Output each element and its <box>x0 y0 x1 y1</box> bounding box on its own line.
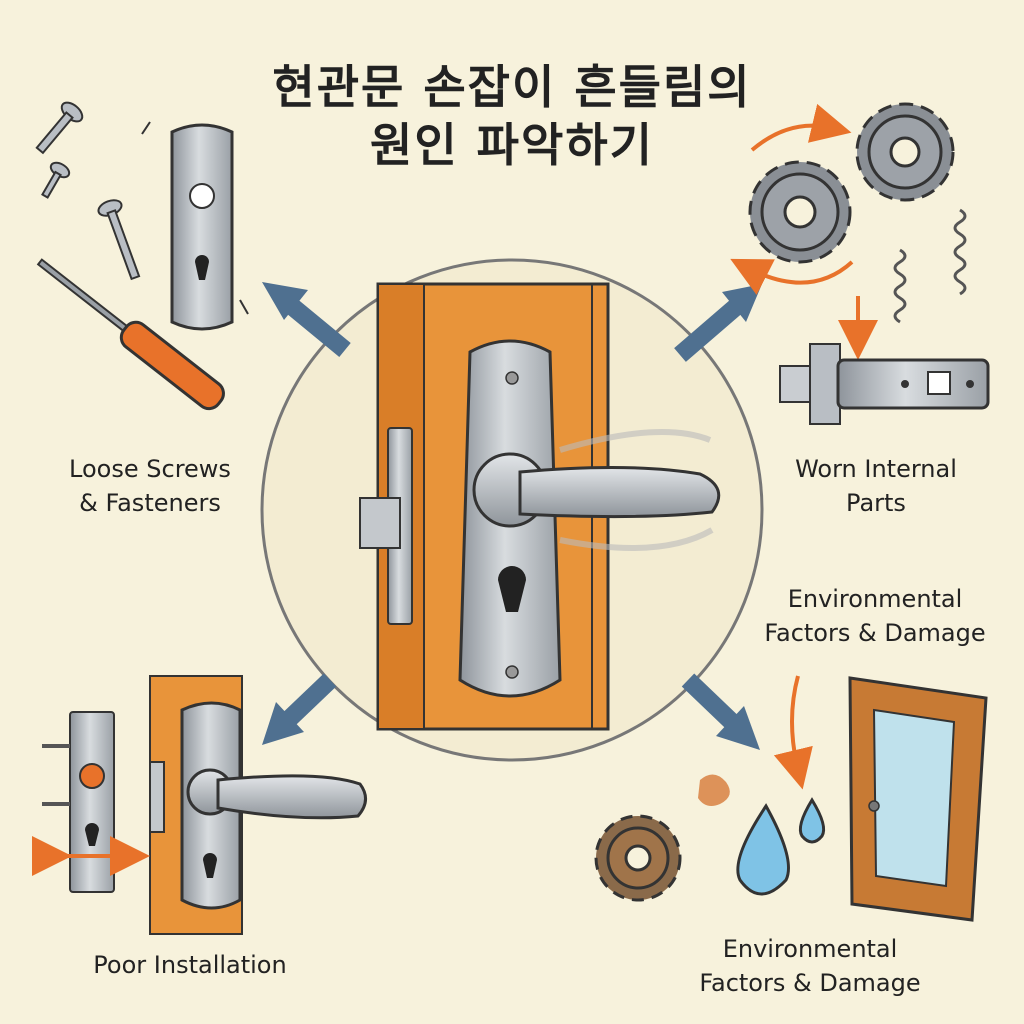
latch-icon <box>779 343 990 425</box>
gears-icon <box>730 102 955 360</box>
title-line-2: 원인 파악하기 <box>370 118 654 172</box>
door-illustration <box>359 282 721 731</box>
page-title: 현관문 손잡이 흔들림의 원인 파악하기 <box>0 58 1024 174</box>
loose-screws-label: Loose Screws & Fasteners <box>20 452 280 520</box>
environmental-top-label-line-2: Factors & Damage <box>764 619 986 647</box>
worn-parts-label-line-1: Worn Internal <box>795 455 957 483</box>
poor-installation-label-line-1: Poor Installation <box>93 951 287 979</box>
environmental-bottom-label-line-1: Environmental <box>722 935 898 963</box>
loose-plate-icon <box>141 121 249 331</box>
screwdriver-icon <box>36 258 225 411</box>
loose-screws-label-line-1: Loose Screws <box>69 455 231 483</box>
environmental-icon <box>594 675 988 922</box>
worn-parts-label-line-2: Parts <box>846 489 906 517</box>
springs-icon <box>893 208 967 324</box>
arrow-to-loose-screws <box>262 282 351 357</box>
environmental-bottom-label-line-2: Factors & Damage <box>699 969 921 997</box>
installation-icon <box>32 675 367 935</box>
worn-parts-label: Worn Internal Parts <box>752 452 1000 520</box>
arrow-to-poor-installation <box>262 673 337 745</box>
environmental-top-label-line-1: Environmental <box>787 585 963 613</box>
environmental-top-label: Environmental Factors & Damage <box>730 582 1020 650</box>
arrow-to-environmental <box>681 673 760 750</box>
arrow-to-worn-parts <box>674 284 762 362</box>
title-line-1: 현관문 손잡이 흔들림의 <box>272 60 752 114</box>
poor-installation-label: Poor Installation <box>40 948 340 982</box>
screws-icon <box>35 101 141 281</box>
environmental-bottom-label: Environmental Factors & Damage <box>660 932 960 1000</box>
loose-screws-label-line-2: & Fasteners <box>79 489 221 517</box>
